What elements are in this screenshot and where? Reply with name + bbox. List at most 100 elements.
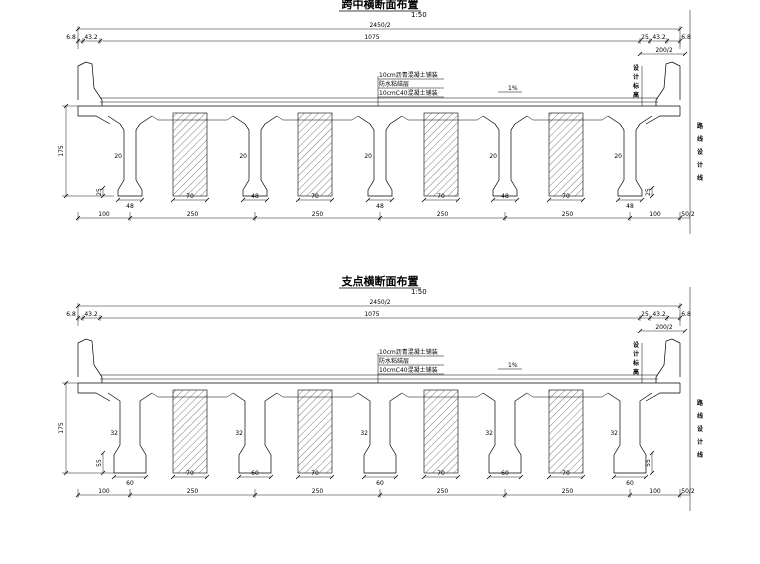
web-thickness-label: 32 [610, 430, 618, 437]
girder-height-label: 175 [58, 145, 65, 157]
girder-spacing-label: 250 [312, 211, 324, 218]
girder-spacing-label: 250 [562, 211, 574, 218]
wet-joint [297, 112, 333, 197]
half-width-dim: 200/2 [655, 324, 672, 331]
design-elevation-char: 高 [633, 91, 639, 99]
route-design-line-char: 线 [697, 135, 703, 143]
right-overhang [645, 392, 680, 402]
left-overhang [78, 115, 111, 125]
bulb-width-label: 60 [501, 470, 509, 477]
left-barrier [77, 61, 103, 106]
section-title: 支点横断面布置 [341, 274, 419, 288]
design-elevation-char: 设 [633, 64, 639, 72]
girder [357, 392, 403, 474]
girder [482, 115, 528, 197]
right-barrier [655, 338, 681, 383]
design-elevation-char: 高 [633, 368, 639, 376]
scale-label: 1:50 [411, 288, 427, 296]
right-barrier [655, 61, 681, 106]
design-elevation-char: 设 [633, 341, 639, 349]
bulb-width-label: 48 [626, 203, 634, 210]
bulb-width-label: 48 [501, 193, 509, 200]
right-gap-dim: 25 [641, 34, 649, 41]
web-thickness-label: 20 [489, 153, 497, 160]
girder [607, 115, 653, 197]
pavement-layer-label: 10cm沥青混凝土铺装 [379, 348, 438, 356]
girder-spacing-label: 100 [649, 488, 661, 495]
left-edge-dim: 6.8 [66, 311, 76, 318]
girder [232, 115, 278, 197]
girder [107, 115, 153, 197]
route-design-line-char: 路 [697, 399, 704, 407]
bulb-width-label: 60 [376, 480, 384, 487]
girder-spacing-label: 100 [98, 211, 110, 218]
girder-spacing-label: 250 [187, 488, 199, 495]
route-design-line-char: 计 [697, 161, 703, 169]
girder-spacing-label: 250 [437, 488, 449, 495]
half-width-dim: 200/2 [655, 47, 672, 54]
left-barrier-dim: 43.2 [84, 311, 98, 318]
girder [357, 115, 403, 197]
wet-joint-width-label: 70 [311, 193, 319, 200]
web-thickness-label: 20 [614, 153, 622, 160]
wet-joint-width-label: 70 [186, 193, 194, 200]
right-edge-dim: 6.8 [681, 34, 691, 41]
bulb-width-label: 60 [626, 480, 634, 487]
right-barrier-dim: 43.2 [652, 311, 666, 318]
web-thickness-label: 20 [364, 153, 372, 160]
pavement-layer-label: 10cmC40混凝土铺装 [379, 89, 438, 97]
girder-spacing-label: 250 [437, 211, 449, 218]
route-design-line-char: 设 [697, 148, 703, 156]
girder [107, 392, 153, 474]
wet-joint-width-label: 70 [186, 470, 194, 477]
wet-joint [172, 389, 208, 474]
pavement-layer-label: 防水粘结层 [379, 357, 409, 365]
wet-joint-width-label: 70 [562, 193, 570, 200]
cross-slope-label: 1% [508, 85, 518, 92]
girder-spacing-label: 100 [98, 488, 110, 495]
wet-joint [297, 389, 333, 474]
web-thickness-label: 20 [114, 153, 122, 160]
girder-spacing-label: 250 [562, 488, 574, 495]
bulb-width-label: 60 [126, 480, 134, 487]
design-elevation-char: 计 [633, 350, 639, 358]
route-design-line-char: 设 [697, 425, 703, 433]
right-overhang [645, 115, 680, 125]
wet-joint-width-label: 70 [562, 470, 570, 477]
right-edge-dim: 6.8 [681, 311, 691, 318]
route-design-line-char: 线 [697, 451, 703, 459]
bulb-width-label: 48 [376, 203, 384, 210]
wet-joint [548, 112, 584, 197]
web-thickness-label: 20 [239, 153, 247, 160]
left-overhang [78, 392, 111, 402]
right-barrier-dim: 43.2 [652, 34, 666, 41]
girder-spacing-label: 250 [312, 488, 324, 495]
wet-joint [423, 112, 459, 197]
route-design-line-char: 计 [697, 438, 703, 446]
girder [607, 392, 653, 474]
girder-spacing-label: 100 [649, 211, 661, 218]
overall-width-dim: 2450/2 [369, 22, 390, 29]
wet-joint [548, 389, 584, 474]
cross-slope-label: 1% [508, 362, 518, 369]
girder [232, 392, 278, 474]
route-design-line-char: 路 [697, 122, 704, 130]
left-barrier-dim: 43.2 [84, 34, 98, 41]
bulb-height-label: 25 [645, 188, 652, 196]
left-edge-dim: 6.8 [66, 34, 76, 41]
design-elevation-char: 计 [633, 73, 639, 81]
girder [482, 392, 528, 474]
wet-joint [172, 112, 208, 197]
bulb-width-label: 60 [251, 470, 259, 477]
route-design-line-char: 线 [697, 174, 703, 182]
half-median-label: 50/2 [681, 211, 695, 218]
section-title: 跨中横断面布置 [342, 0, 419, 11]
roadway-width-dim: 1075 [364, 34, 379, 41]
half-median-label: 50/2 [681, 488, 695, 495]
left-barrier [77, 338, 103, 383]
bulb-height-label: 55 [96, 459, 103, 467]
web-thickness-label: 32 [485, 430, 493, 437]
roadway-width-dim: 1075 [364, 311, 379, 318]
